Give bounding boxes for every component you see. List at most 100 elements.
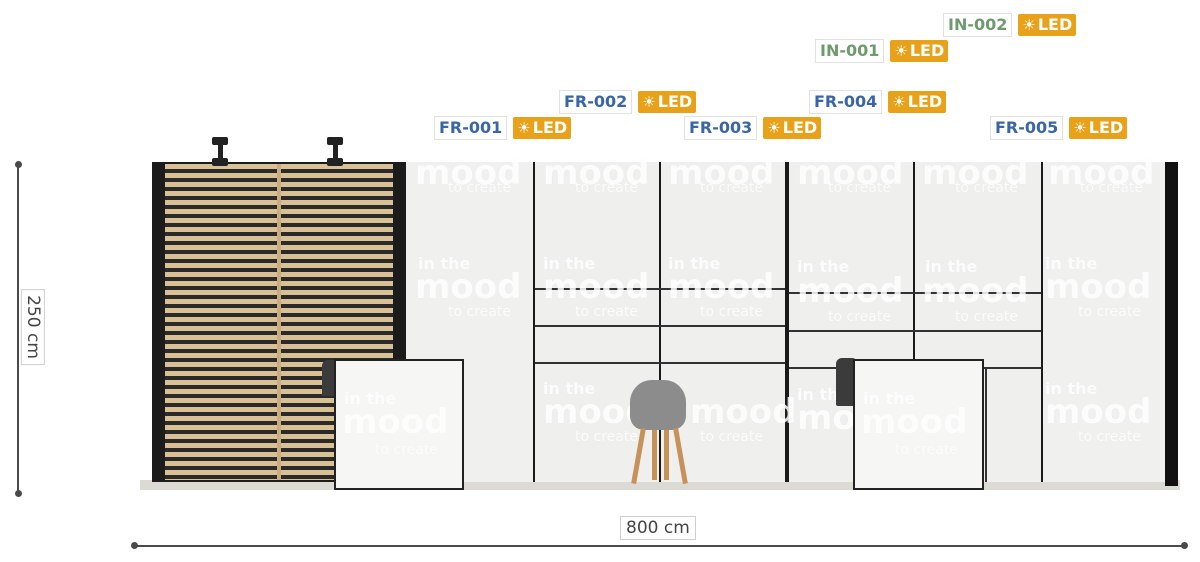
spotlight-head [212, 137, 228, 145]
brand-tagline: to create [700, 304, 763, 320]
sun-icon: ☀ [1022, 16, 1036, 34]
fixture-tag-in-001[interactable]: IN-001 ☀LED [815, 39, 949, 63]
fixture-tag-fr-005[interactable]: FR-005 ☀LED [990, 116, 1128, 140]
brand-tagline: to create [375, 442, 438, 458]
brand-wordmark: mood [1045, 392, 1152, 432]
shelf-line [535, 288, 785, 290]
fixture-code: FR-002 [559, 90, 633, 114]
brand-tagline: to create [828, 309, 891, 325]
brand-wordmark: mood [668, 267, 775, 307]
height-dimension-line [17, 164, 19, 494]
width-dimension-right-end [1181, 542, 1188, 549]
brand-tagline: to create [448, 304, 511, 320]
right-frame-post [1165, 162, 1178, 486]
fixture-tag-fr-004[interactable]: FR-004 ☀LED [809, 90, 947, 114]
led-badge: ☀LED [763, 117, 822, 139]
sun-icon: ☀ [1073, 119, 1087, 137]
brand-wordmark: mood [543, 153, 650, 193]
led-badge: ☀LED [888, 91, 947, 113]
brand-line1: in the [543, 379, 596, 398]
brand-tagline: to create [575, 180, 638, 196]
brand-wordmark: mood [342, 402, 449, 442]
brand-tagline: to create [955, 180, 1018, 196]
brand-tagline: to create [828, 180, 891, 196]
width-dimension-label: 800 cm [620, 516, 696, 540]
fixture-code: IN-001 [815, 39, 885, 63]
wall-panel [659, 162, 787, 482]
shelf-line [789, 292, 1041, 294]
spotlight-head [327, 158, 343, 166]
sun-icon: ☀ [892, 93, 906, 111]
brand-tagline: to create [448, 180, 511, 196]
brand-wordmark: mood [922, 271, 1029, 311]
led-badge: ☀LED [890, 40, 949, 62]
counter-right [853, 359, 984, 490]
width-dimension-line [134, 545, 1186, 547]
brand-wordmark: mood [1045, 267, 1152, 307]
shelf-line [535, 362, 785, 364]
brand-tagline: to create [575, 429, 638, 445]
cabinet-divider [985, 367, 987, 482]
brand-line1: in the [1045, 254, 1098, 273]
counter-left [334, 359, 464, 490]
brand-wordmark: mood [1048, 153, 1155, 193]
brand-tagline: to create [1078, 429, 1141, 445]
fixture-tag-fr-001[interactable]: FR-001 ☀LED [434, 116, 572, 140]
brand-line1: in the [797, 257, 850, 276]
brand-wordmark: mood [415, 267, 522, 307]
brand-tagline: to create [955, 309, 1018, 325]
brand-line1: in the [1045, 379, 1098, 398]
brand-line1: in the [543, 254, 596, 273]
brand-line1: in the [418, 254, 471, 273]
brand-line1: in the [344, 389, 397, 408]
shelf-line [535, 325, 785, 327]
spotlight [333, 141, 338, 163]
shelf-line [789, 330, 1041, 332]
led-badge: ☀LED [638, 91, 697, 113]
brand-tagline: to create [700, 180, 763, 196]
spotlight-head [327, 137, 343, 145]
chair-seat [630, 380, 686, 430]
brand-tagline: to create [895, 442, 958, 458]
chair-leg [664, 430, 669, 480]
sun-icon: ☀ [642, 93, 656, 111]
fixture-tag-in-002[interactable]: IN-002 ☀LED [943, 13, 1077, 37]
chair-leg [652, 430, 657, 480]
slat-wall-divider [277, 164, 281, 480]
brand-line1: in the [668, 254, 721, 273]
brand-tagline: to create [1080, 180, 1143, 196]
fixture-code: FR-001 [434, 116, 508, 140]
height-dimension-top-end [15, 161, 22, 168]
spotlight-head [212, 158, 228, 166]
brand-wordmark: mood [415, 153, 522, 193]
sun-icon: ☀ [767, 119, 781, 137]
brand-wordmark: mood [797, 153, 904, 193]
brand-wordmark: mood [543, 267, 650, 307]
brand-tagline: to create [1078, 304, 1141, 320]
brand-tagline: to create [700, 429, 763, 445]
led-badge: ☀LED [513, 117, 572, 139]
brand-wordmark: mood [922, 153, 1029, 193]
fixture-tag-fr-002[interactable]: FR-002 ☀LED [559, 90, 697, 114]
fixture-code: IN-002 [943, 13, 1013, 37]
fixture-code: FR-003 [684, 116, 758, 140]
led-badge: ☀LED [1069, 117, 1128, 139]
brand-line1: in the [925, 257, 978, 276]
booth-floor [140, 480, 1180, 490]
fixture-tag-fr-003[interactable]: FR-003 ☀LED [684, 116, 822, 140]
width-dimension-left-end [131, 542, 138, 549]
brand-wordmark: mood [797, 271, 904, 311]
brand-tagline: to create [575, 304, 638, 320]
led-badge: ☀LED [1018, 14, 1077, 36]
fixture-code: FR-004 [809, 90, 883, 114]
height-dimension-label: 250 cm [20, 289, 45, 365]
height-dimension-bottom-end [15, 490, 22, 497]
sun-icon: ☀ [894, 42, 908, 60]
brand-wordmark: mood [690, 392, 797, 432]
sun-icon: ☀ [517, 119, 531, 137]
brand-wordmark: mood [668, 153, 775, 193]
brand-line1: in the [863, 389, 916, 408]
spotlight [218, 141, 223, 163]
fixture-code: FR-005 [990, 116, 1064, 140]
bar-stool [836, 358, 858, 406]
